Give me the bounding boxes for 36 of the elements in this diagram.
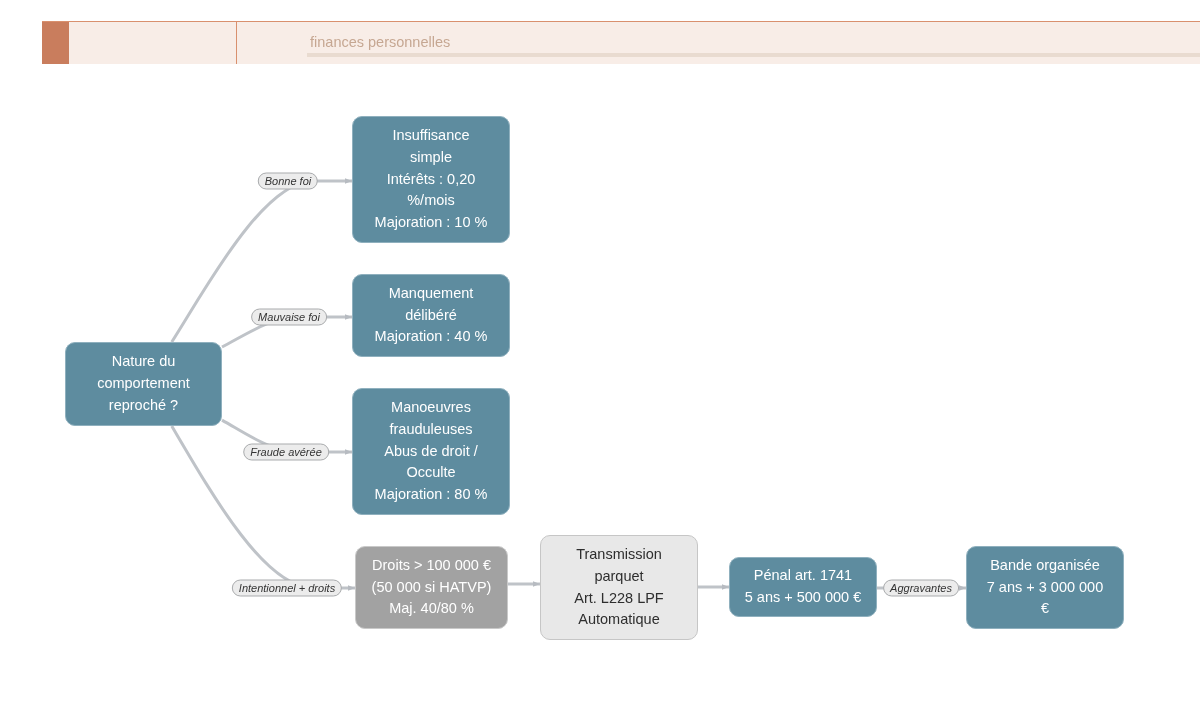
condition-box (355, 546, 508, 629)
edge-label: Bonne foi (257, 172, 319, 190)
connector-arrow (508, 581, 540, 587)
edge-label: Aggravantes (883, 579, 959, 597)
node-text: Abus de droit / Occulte (383, 441, 479, 483)
node-text: Pénal art. 1741 (753, 566, 853, 586)
tagline: finances personnelles (310, 34, 451, 51)
connector-arrow (170, 178, 352, 343)
result-box (966, 546, 1124, 629)
result-box (352, 116, 510, 243)
node-text: Bande organisée (990, 555, 1100, 575)
node-text: Majoration : 10 % (374, 213, 488, 233)
result-box (352, 388, 510, 515)
node-text: Majoration : 80 % (374, 485, 488, 505)
node-text: Maj. 40/80 % (389, 599, 474, 619)
node-text: Automatique (578, 610, 660, 630)
node-text: (50 000 si HATVP) (371, 577, 492, 597)
node-text: 5 ans + 500 000 € (744, 588, 862, 607)
edge-label: Mauvaise foi (251, 308, 327, 326)
node-text: Manquement délibéré (387, 283, 475, 325)
edge-label: Intentionnel + droits (231, 579, 343, 597)
connector-arrow (698, 584, 729, 590)
node-text: Transmission parquet (575, 544, 663, 586)
result-box (352, 274, 510, 357)
node-text: Art. L228 LPF (574, 588, 664, 608)
node-text: Nature du comportement reproché ? (96, 352, 191, 415)
result-box (729, 557, 877, 617)
node-text: Majoration : 40 % (374, 327, 488, 347)
node-text: Intérêts : 0,20 %/mois (385, 169, 477, 211)
node-text: Droits > 100 000 € (372, 555, 491, 575)
process-box (540, 535, 698, 640)
node-text: Insuffisance simple (391, 126, 471, 167)
result-box (65, 342, 222, 426)
node-text: Manoeuvres frauduleuses (388, 398, 474, 439)
edge-label: Fraude avérée (243, 443, 329, 461)
node-text: 7 ans + 3 000 000 € (985, 577, 1105, 619)
